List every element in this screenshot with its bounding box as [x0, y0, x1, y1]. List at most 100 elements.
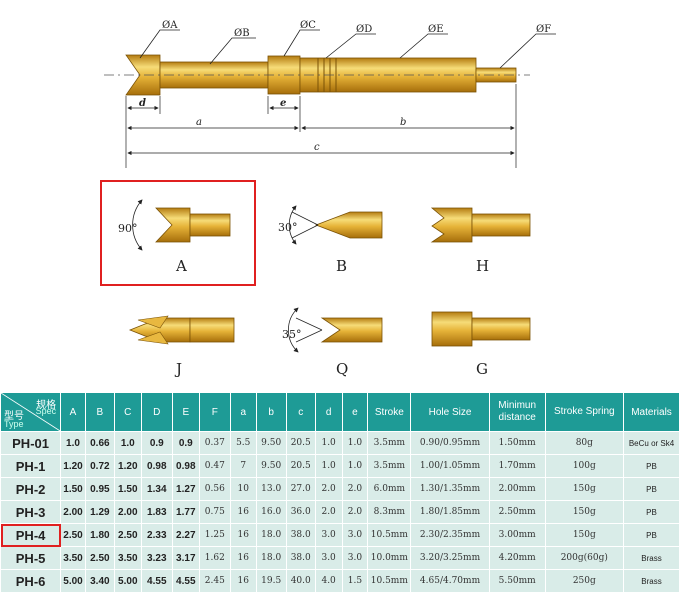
row-type-cell: PH-5	[0, 546, 62, 570]
table-cell: 150g	[544, 523, 625, 547]
table-cell: 150g	[544, 500, 625, 524]
tip-g: G	[431, 311, 531, 378]
table-cell: 18.0	[255, 546, 287, 570]
table-cell: 2.30/2.35mm	[410, 523, 490, 547]
dim-e-label: e	[280, 98, 286, 109]
table-cell: 2.45	[198, 569, 231, 593]
tip-q-angle: 35°	[282, 328, 302, 341]
table-cell: 2.0	[341, 477, 369, 501]
table-cell: 2.33	[140, 523, 173, 547]
column-header: Hole Size	[410, 392, 490, 432]
row-type-cell: PH-01	[0, 431, 62, 455]
table-cell: 5.00	[60, 569, 86, 593]
table-cell: 0.98	[140, 454, 173, 478]
dim-b-label: b	[400, 117, 406, 128]
table-cell: 1.0	[113, 431, 142, 455]
table-cell: 2.00	[113, 500, 142, 524]
probe-drawing: ØA ØB ØC ØD ØE ØF d e a b c 90° A 30° B	[100, 20, 556, 378]
table-cell: 1.0	[341, 454, 369, 478]
dia-d-label: ØD	[356, 24, 372, 35]
table-cell: 36.0	[285, 500, 316, 524]
table-cell: 1.00/1.05mm	[410, 454, 490, 478]
table-cell: Brass	[623, 569, 680, 593]
column-header: b	[255, 392, 287, 432]
table-cell: PB	[623, 454, 680, 478]
table-cell: 0.9	[140, 431, 173, 455]
table-cell: 200g(60g)	[544, 546, 625, 570]
header-type-en: Type	[4, 419, 24, 429]
table-cell: 1.0	[60, 431, 86, 455]
tip-a: 90° A	[100, 180, 256, 286]
table-cell: 4.65/4.70mm	[410, 569, 490, 593]
table-cell: 1.50	[60, 477, 86, 501]
table-cell: 1.20	[113, 454, 142, 478]
table-cell: 0.47	[198, 454, 231, 478]
table-cell: 16.0	[255, 500, 287, 524]
table-cell: 2.50	[113, 523, 142, 547]
row-type-cell: PH-6	[0, 569, 62, 593]
table-cell: 4.55	[171, 569, 200, 593]
tip-q: 35° Q	[282, 307, 383, 378]
table-cell: 3.5mm	[367, 431, 412, 455]
table-cell: PB	[623, 477, 680, 501]
header-spec-cn: 规格	[36, 400, 57, 411]
column-header: C	[113, 392, 142, 432]
diameter-leaders	[139, 29, 556, 69]
table-cell: 8.3mm	[367, 500, 412, 524]
table-cell: 4.55	[140, 569, 173, 593]
table-cell: 150g	[544, 477, 625, 501]
table-cell: 16	[229, 569, 257, 593]
length-dimensions	[125, 84, 517, 168]
table-cell: 2.50	[60, 523, 86, 547]
table-cell: 5.00	[113, 569, 142, 593]
dim-a-label: a	[196, 117, 202, 128]
table-cell: 3.00mm	[488, 523, 546, 547]
column-header: Minimun distance	[488, 392, 546, 432]
table-cell: 1.80/1.85mm	[410, 500, 490, 524]
table-cell: 1.83	[140, 500, 173, 524]
table-cell: 0.95	[84, 477, 115, 501]
row-type-cell: PH-4	[0, 523, 62, 547]
table-cell: PB	[623, 500, 680, 524]
column-header: Stroke Spring	[544, 392, 625, 432]
table-cell: 4.20mm	[488, 546, 546, 570]
column-header: Stroke	[367, 392, 412, 432]
tip-a-label: A	[175, 257, 187, 275]
table-cell: 16	[229, 523, 257, 547]
table-cell: 10.5mm	[367, 523, 412, 547]
tip-b-label: B	[336, 257, 347, 275]
table-cell: 38.0	[285, 546, 316, 570]
dia-e-label: ØE	[428, 24, 444, 35]
tip-g-label: G	[476, 360, 488, 378]
table-cell: 1.50	[113, 477, 142, 501]
header-spec-en: Spec	[35, 406, 57, 416]
table-cell: 7	[229, 454, 257, 478]
table-cell: 2.50	[84, 546, 115, 570]
probe-body	[104, 54, 530, 96]
column-header: F	[198, 392, 231, 432]
table-cell: 5.5	[229, 431, 257, 455]
table-cell: 1.30/1.35mm	[410, 477, 490, 501]
table-cell: 100g	[544, 454, 625, 478]
dim-d-label: d	[139, 98, 146, 109]
dia-c-label: ØC	[300, 20, 316, 31]
tip-q-label: Q	[336, 360, 348, 378]
table-cell: 2.00mm	[488, 477, 546, 501]
table-cell: 0.66	[84, 431, 115, 455]
table-cell: 2.0	[314, 500, 343, 524]
table-cell: 0.72	[84, 454, 115, 478]
table-cell: 0.75	[198, 500, 231, 524]
table-cell: 20.5	[285, 454, 316, 478]
table-cell: 3.5mm	[367, 454, 412, 478]
tip-h: H	[430, 207, 531, 275]
table-cell: 3.40	[84, 569, 115, 593]
table-cell: 20.5	[285, 431, 316, 455]
table-cell: 1.0	[341, 431, 369, 455]
column-header: B	[84, 392, 115, 432]
table-cell: 1.62	[198, 546, 231, 570]
table-cell: 19.5	[255, 569, 287, 593]
